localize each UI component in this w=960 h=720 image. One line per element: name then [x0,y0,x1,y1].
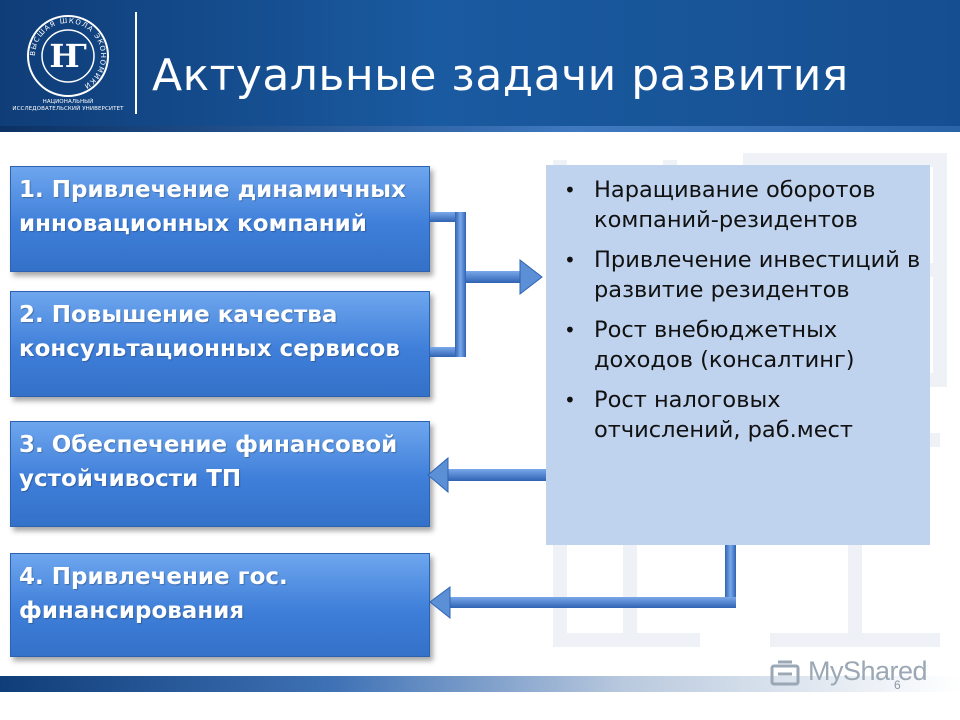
logo-caption: НАЦИОНАЛЬНЫЙ ИССЛЕДОВАТЕЛЬСКИЙ УНИВЕРСИТ… [12,99,124,112]
arrow-right-icon [466,258,543,296]
task-box-2: 2. Повышение качества консультационных с… [10,291,430,397]
header-stripe [0,126,960,132]
task-box-3: 3. Обеспечение финансовой устойчивости Т… [10,421,430,527]
task-label-4: 4. Привлечение гос. финансирования [19,564,288,624]
bullet-icon: • [564,178,576,202]
result-item: • Рост налоговых отчислений, раб.мест [560,385,922,445]
bullet-icon: • [564,388,576,412]
bullet-icon: • [564,248,576,272]
slide-header: ВЫСШАЯ ШКОЛА ЭКОНОМИКИ Ҥ НАЦИОНАЛЬНЫЙ ИС… [0,0,960,128]
watermark-text: MyShared [808,656,928,686]
task-label-1: 1. Привлечение динамичных инновационных … [19,177,406,237]
university-logo-icon: ВЫСШАЯ ШКОЛА ЭКОНОМИКИ Ҥ [27,15,109,97]
task-label-2: 2. Повышение качества консультационных с… [19,302,400,362]
arrow-elbow-icon [429,545,736,620]
slide-number: 6 [894,678,901,692]
myshared-logo-icon [770,660,800,686]
page-title: Актуальные задачи развития [152,50,849,101]
logo-monogram: Ҥ [49,37,86,75]
task-label-3: 3. Обеспечение финансовой устойчивости Т… [19,432,398,492]
result-text-2: Привлечение инвестиций в развитие резиде… [594,247,921,303]
task-box-1: 1. Привлечение динамичных инновационных … [10,166,430,272]
result-text-1: Наращивание оборотов компаний-резидентов [594,177,876,233]
header-divider [135,12,137,114]
result-item: • Рост внебюджетных доходов (консалтинг) [560,315,922,375]
footer-bar [0,676,960,692]
result-item: • Привлечение инвестиций в развитие рези… [560,245,922,305]
task-box-4: 4. Привлечение гос. финансирования [10,553,430,657]
result-item: • Наращивание оборотов компаний-резидент… [560,175,922,235]
result-text-4: Рост налоговых отчислений, раб.мест [594,387,854,443]
bullet-icon: • [564,318,576,342]
result-text-3: Рост внебюджетных доходов (консалтинг) [594,317,855,373]
bracket-connector [430,212,466,357]
arrow-left-icon [427,456,546,494]
results-panel: • Наращивание оборотов компаний-резидент… [546,165,930,545]
